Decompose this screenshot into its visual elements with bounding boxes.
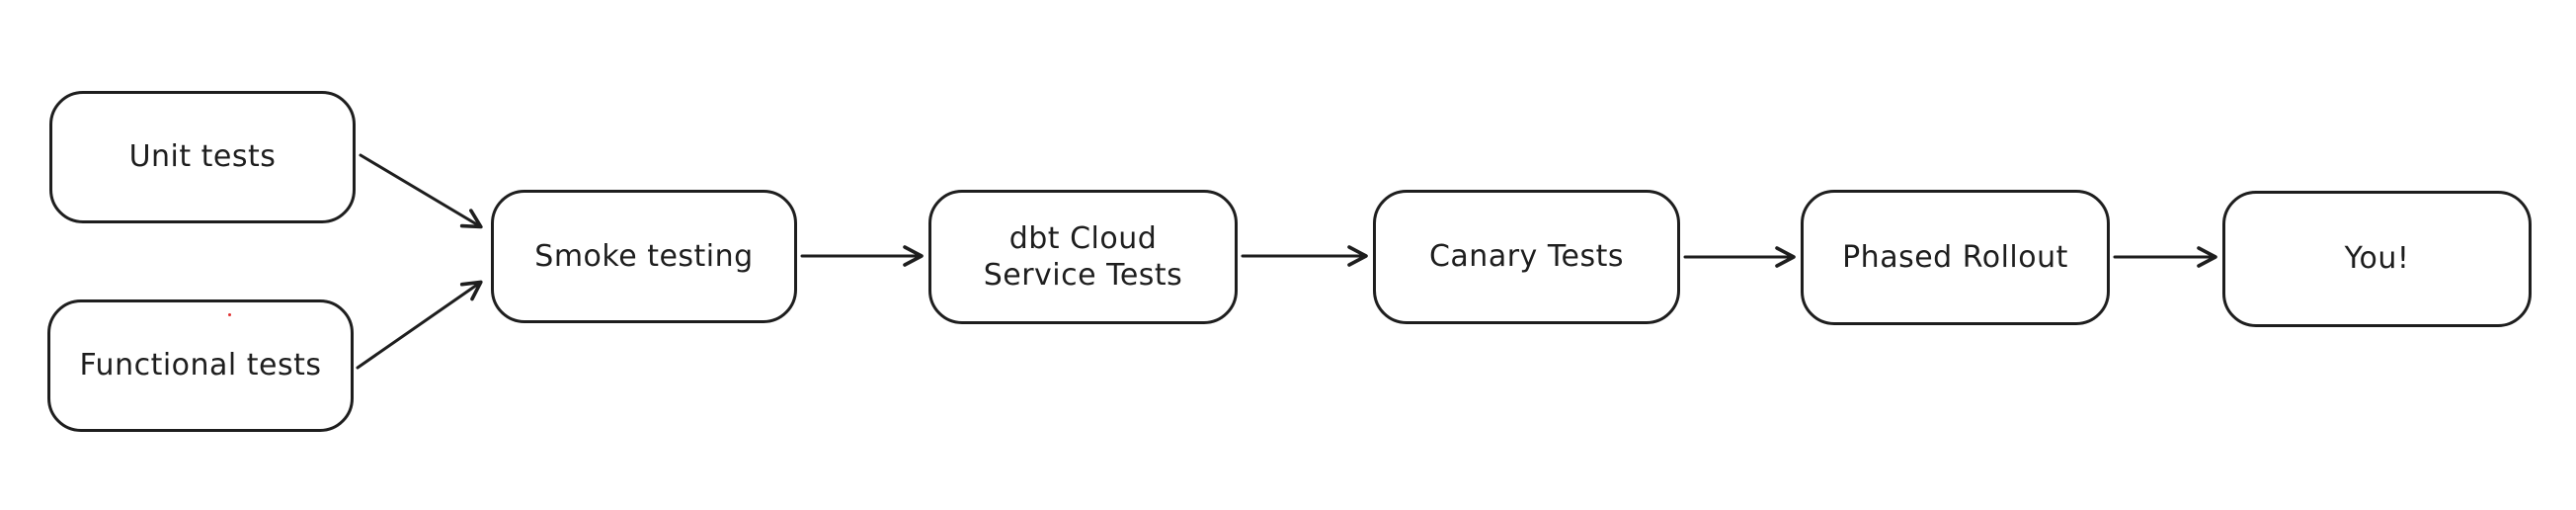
node-you-label: You! [2344,241,2410,277]
node-canary-tests-label: Canary Tests [1428,239,1625,275]
node-smoke-testing-label: Smoke testing [534,238,754,274]
node-you: You! [2222,191,2532,327]
red-artifact-dot [228,313,231,316]
node-dbt-cloud-service-tests: dbt Cloud Service Tests [928,190,1238,324]
node-smoke-testing: Smoke testing [491,190,797,323]
node-unit-tests: Unit tests [49,91,356,223]
node-canary-tests: Canary Tests [1373,190,1680,324]
node-phased-rollout: Phased Rollout [1801,190,2110,325]
node-phased-rollout-label: Phased Rollout [1842,239,2068,275]
node-functional-tests: Functional tests [47,299,354,432]
node-functional-tests-label: Functional tests [79,348,322,383]
arrow-unit-tests-to-smoke-testing [359,153,483,229]
arrow-functional-tests-to-smoke-testing [356,280,483,370]
node-unit-tests-label: Unit tests [128,139,277,175]
node-dbt-cloud-service-tests-label: dbt Cloud Service Tests [983,220,1183,294]
